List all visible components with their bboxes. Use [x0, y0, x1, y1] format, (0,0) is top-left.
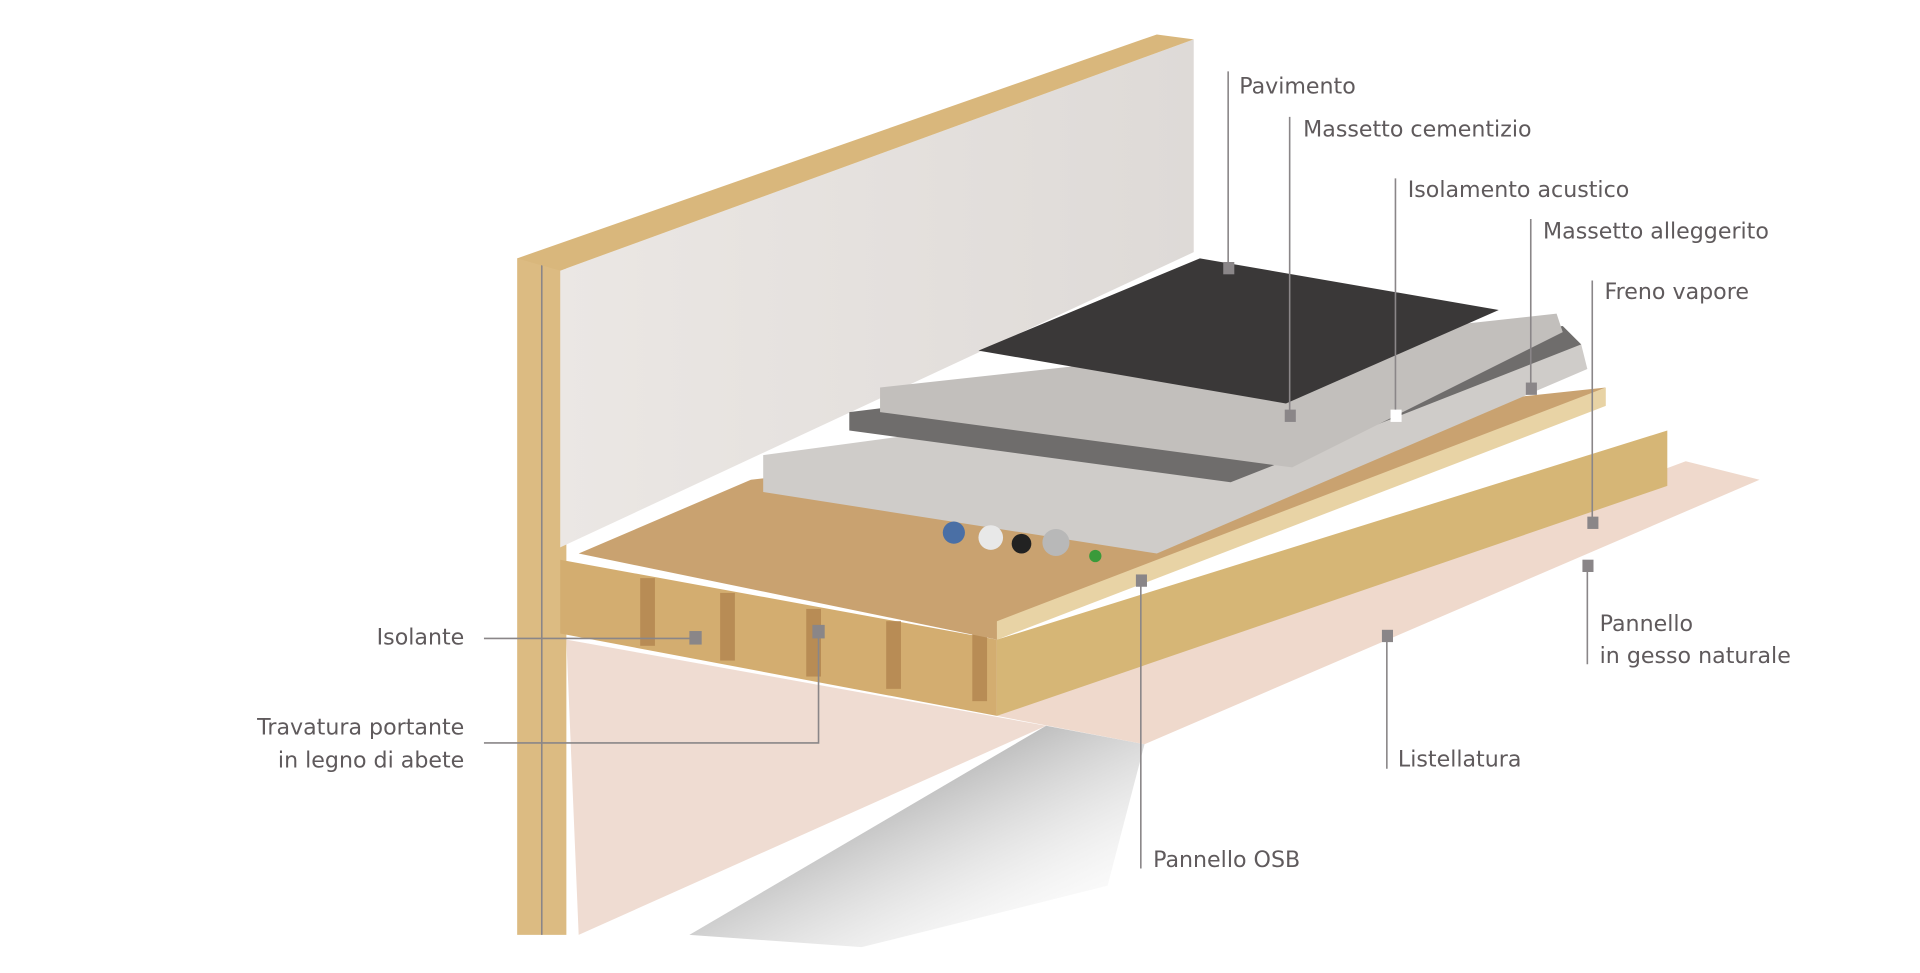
- label-massetto-alleggerito: Massetto alleggerito: [1543, 219, 1769, 245]
- leader-freno-vapore: [1587, 280, 1599, 529]
- wall-top-edge: [517, 34, 1194, 271]
- insulation-block: [996, 430, 1668, 716]
- leader-massetto-cementizio: [1284, 116, 1296, 422]
- label-freno-vapore: Freno vapore: [1605, 279, 1749, 305]
- lower-wall-panel: [566, 639, 1047, 935]
- pipes: [942, 521, 1102, 563]
- label-isolante: Isolante: [377, 625, 465, 651]
- label-travatura-2: in legno di abete: [278, 748, 464, 774]
- leader-pavimento: [1223, 71, 1235, 275]
- label-pannello-gesso-1: Pannello: [1600, 611, 1693, 637]
- label-pannello-gesso-2: in gesso naturale: [1600, 643, 1791, 669]
- shadow: [689, 725, 1145, 948]
- wood-edge: [996, 387, 1606, 640]
- leader-massetto-alleggerito: [1525, 218, 1537, 395]
- upper-wall-panel: [560, 39, 1194, 548]
- label-pavimento: Pavimento: [1239, 73, 1356, 99]
- label-massetto-cementizio: Massetto cementizio: [1303, 117, 1531, 143]
- label-isolamento-acustico: Isolamento acustico: [1408, 177, 1630, 203]
- leader-isolamento-acustico: [1390, 178, 1402, 422]
- leader-travatura: [483, 624, 825, 744]
- label-travatura-1: Travatura portante: [256, 714, 464, 740]
- leader-isolante: [483, 631, 702, 645]
- gypsum-panel: [996, 461, 1760, 745]
- label-listellatura: Listellatura: [1398, 746, 1522, 772]
- leader-pannello-gesso: [1582, 559, 1594, 665]
- leader-pannello-osb: [1135, 574, 1147, 869]
- leader-listellatura: [1381, 629, 1393, 769]
- floor-finish: [978, 258, 1499, 404]
- label-pannello-osb: Pannello OSB: [1153, 847, 1300, 873]
